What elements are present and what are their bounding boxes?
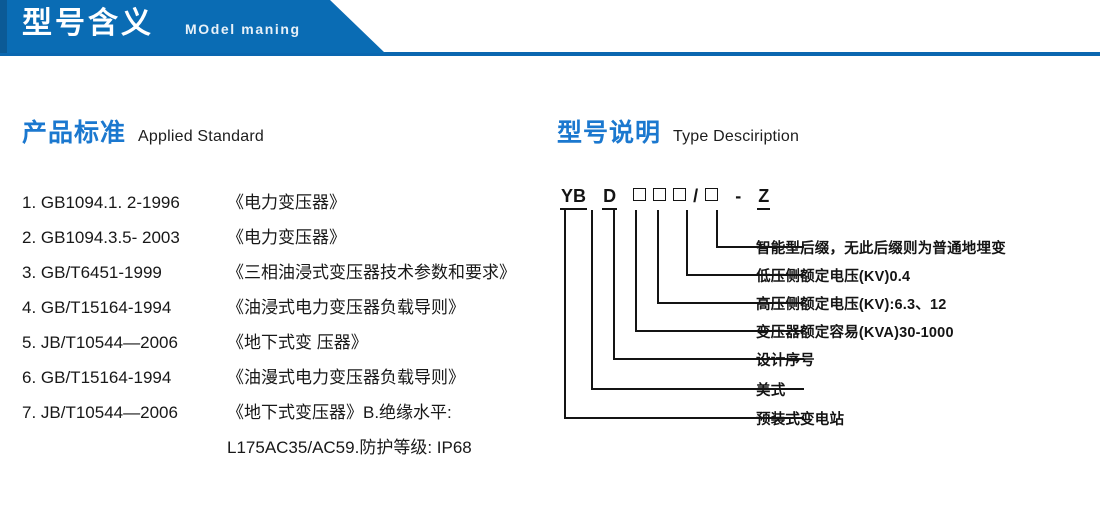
leader-bar-2 bbox=[686, 274, 804, 276]
standard-name: 《电力变压器》 bbox=[227, 228, 346, 247]
standard-code: 7. JB/T10544—2006 bbox=[22, 403, 178, 422]
standard-name-continuation: L175AC35/AC59.防护等级: IP68 bbox=[227, 438, 472, 457]
leader-bar-7 bbox=[564, 417, 804, 419]
leader-stem-3 bbox=[613, 210, 615, 360]
leader-stem-7 bbox=[716, 210, 718, 248]
list-item: 5. JB/T10544—2006 《地下式变 压器》 bbox=[22, 328, 542, 363]
legend-label-3: 高压侧额定电压(KV):6.3、12 bbox=[756, 297, 947, 313]
standard-code: 4. GB/T15164-1994 bbox=[22, 298, 172, 317]
type-code-prefix1: YB bbox=[560, 186, 588, 210]
section-heading-applied-standard: 产品标准 Applied Standard bbox=[22, 113, 264, 149]
standard-name: 《油浸式电力变压器负载导则》 bbox=[227, 298, 465, 317]
header-rule bbox=[0, 52, 1100, 56]
header-left-edge-accent bbox=[0, 0, 7, 53]
standard-code: 6. GB/T15164-1994 bbox=[22, 368, 172, 387]
section-heading-left-en: Applied Standard bbox=[138, 128, 264, 145]
section-heading-right-en: Type Desciription bbox=[673, 128, 800, 145]
type-code-box-2 bbox=[653, 188, 667, 201]
leader-stem-6 bbox=[686, 210, 688, 276]
leader-bar-3 bbox=[657, 302, 804, 304]
page-header-banner: 型号含义 MOdel maning bbox=[0, 0, 1100, 56]
standard-code: 3. GB/T6451-1999 bbox=[22, 263, 162, 282]
standard-name: 《油漫式电力变压器负载导则》 bbox=[227, 368, 465, 387]
type-code-box-1 bbox=[633, 188, 647, 201]
header-title-cn: 型号含义 bbox=[22, 7, 154, 40]
type-code-dash: - bbox=[735, 186, 742, 206]
leader-bar-4 bbox=[635, 330, 804, 332]
standard-name: 《地下式变压器》B.绝缘水平: bbox=[227, 403, 452, 422]
list-item: 1. GB1094.1. 2-1996 《电力变压器》 bbox=[22, 188, 542, 223]
legend-label-2: 低压侧额定电压(KV)0.4 bbox=[756, 269, 911, 285]
legend-label-4: 变压器额定容易(KVA)30-1000 bbox=[756, 325, 954, 341]
list-item: 2. GB1094.3.5- 2003 《电力变压器》 bbox=[22, 223, 542, 258]
list-item: 7. JB/T10544—2006 《地下式变压器》B.绝缘水平: bbox=[22, 398, 542, 433]
type-code-box-3 bbox=[673, 188, 687, 201]
section-heading-left-cn: 产品标准 bbox=[22, 119, 127, 147]
standard-code: 1. GB1094.1. 2-1996 bbox=[22, 193, 180, 212]
leader-bar-6 bbox=[591, 388, 804, 390]
type-code-prefix2: D bbox=[602, 186, 618, 210]
type-code-string: YB D / - Z bbox=[560, 186, 771, 210]
standard-name: 《地下式变 压器》 bbox=[227, 333, 368, 352]
standard-code: 2. GB1094.3.5- 2003 bbox=[22, 228, 180, 247]
section-heading-right-cn: 型号说明 bbox=[557, 119, 662, 147]
type-code-slash: / bbox=[693, 186, 699, 206]
section-heading-type-description: 型号说明 Type Desciription bbox=[557, 113, 799, 149]
leader-stem-1 bbox=[564, 210, 566, 419]
leader-stem-2 bbox=[591, 210, 593, 390]
list-item: 4. GB/T15164-1994 《油浸式电力变压器负载导则》 bbox=[22, 293, 542, 328]
legend-label-7: 预装式变电站 bbox=[756, 412, 845, 428]
legend-label-1: 智能型后缀，无此后缀则为普通地埋变 bbox=[756, 241, 1006, 257]
standard-name: 《三相油浸式变压器技术参数和要求》 bbox=[227, 263, 516, 282]
header-title-en: MOdel maning bbox=[185, 21, 301, 37]
leader-bar-5 bbox=[613, 358, 804, 360]
leader-stem-5 bbox=[657, 210, 659, 304]
standard-name: 《电力变压器》 bbox=[227, 193, 346, 212]
type-code-diagram: YB D / - Z 智能型后缀，无此后缀则为普通地埋变 低压侧额定电压(KV)… bbox=[556, 186, 1096, 446]
type-code-box-4 bbox=[705, 188, 719, 201]
header-blue-block bbox=[0, 0, 385, 53]
legend-label-5: 设计序号 bbox=[756, 353, 815, 369]
leader-stem-4 bbox=[635, 210, 637, 332]
leader-bar-1 bbox=[716, 246, 804, 248]
list-item: 6. GB/T15164-1994 《油漫式电力变压器负载导则》 bbox=[22, 363, 542, 398]
legend-label-6: 美式 bbox=[756, 383, 786, 399]
type-code-suffix: Z bbox=[757, 186, 771, 210]
list-item: 3. GB/T6451-1999 《三相油浸式变压器技术参数和要求》 bbox=[22, 258, 542, 293]
applied-standards-list: 1. GB1094.1. 2-1996 《电力变压器》 2. GB1094.3.… bbox=[22, 188, 542, 468]
standard-code: 5. JB/T10544—2006 bbox=[22, 333, 178, 352]
